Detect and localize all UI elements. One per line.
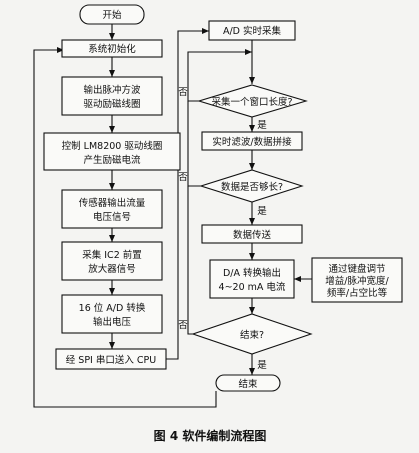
edge-endq-no <box>187 186 193 335</box>
start-label: 开始 <box>102 9 122 21</box>
yes-label-window: 是 <box>257 120 267 131</box>
edge-enoughq-no <box>187 101 201 187</box>
transfer-node <box>201 224 303 244</box>
end-node <box>215 374 281 392</box>
no-label-end: 否 <box>178 320 188 331</box>
keyboard-label-3: 频率/占空比等 <box>327 287 388 299</box>
no-label-enough: 否 <box>178 172 188 183</box>
edge-end-init <box>33 47 217 408</box>
filter-label: 实时滤波/数据拼接 <box>212 136 292 148</box>
lm8200-node <box>43 132 181 171</box>
ic2-node <box>61 241 163 281</box>
pulse-label-1: 输出脉冲方波 <box>83 84 141 96</box>
ad16-label-2: 输出电压 <box>93 316 132 328</box>
enough-label: 数据是否够长? <box>221 181 283 193</box>
window-decision <box>197 84 308 118</box>
end-label: 结束 <box>238 378 258 390</box>
end-decision <box>191 313 313 355</box>
keyboard-label-1: 通过键盘调节 <box>328 263 385 275</box>
ic2-label-1: 采集 IC2 前置 <box>82 249 142 261</box>
sensor-node <box>61 189 163 229</box>
yes-label-end: 是 <box>257 360 267 371</box>
transfer-label: 数据传送 <box>233 229 272 241</box>
ad16-label-1: 16 位 A/D 转换 <box>79 302 146 314</box>
edge-spi-adsample <box>166 28 209 360</box>
init-label: 系统初始化 <box>88 43 136 55</box>
lm8200-label-2: 产生励磁电流 <box>83 154 141 166</box>
pulse-node <box>61 76 163 116</box>
sensor-label-1: 传感器输出流量 <box>79 197 146 209</box>
ad16-node <box>61 294 163 334</box>
sensor-label-2: 电压信号 <box>93 211 131 223</box>
edge-windowq-no <box>187 49 252 102</box>
ic2-label-2: 放大器信号 <box>88 263 136 275</box>
no-label-window: 否 <box>178 87 188 98</box>
keyboard-label-2: 增益/脉冲宽度/ <box>325 275 389 287</box>
enough-decision <box>199 169 304 203</box>
figure-caption: 图 4 软件编制流程图 <box>154 428 267 443</box>
adsample-label: A/D 实时采集 <box>223 25 282 37</box>
lm8200-label-1: 控制 LM8200 驱动线圈 <box>62 140 163 152</box>
spi-label: 经 SPI 串口送入 CPU <box>66 354 156 366</box>
yes-label-enough: 是 <box>257 206 267 217</box>
adsample-node <box>208 20 296 41</box>
da-label-1: D/A 转换输出 <box>223 267 281 279</box>
da-label-2: 4~20 mA 电流 <box>219 281 286 293</box>
da-node <box>209 259 295 299</box>
end-decision-label: 结束? <box>240 329 264 341</box>
pulse-label-2: 驱动励磁线圈 <box>83 98 140 110</box>
init-node <box>61 39 163 58</box>
start-node <box>79 4 145 25</box>
keyboard-node <box>311 257 403 303</box>
window-label: 采集一个窗口长度? <box>211 96 292 108</box>
spi-node <box>55 348 167 370</box>
filter-node <box>201 131 303 151</box>
